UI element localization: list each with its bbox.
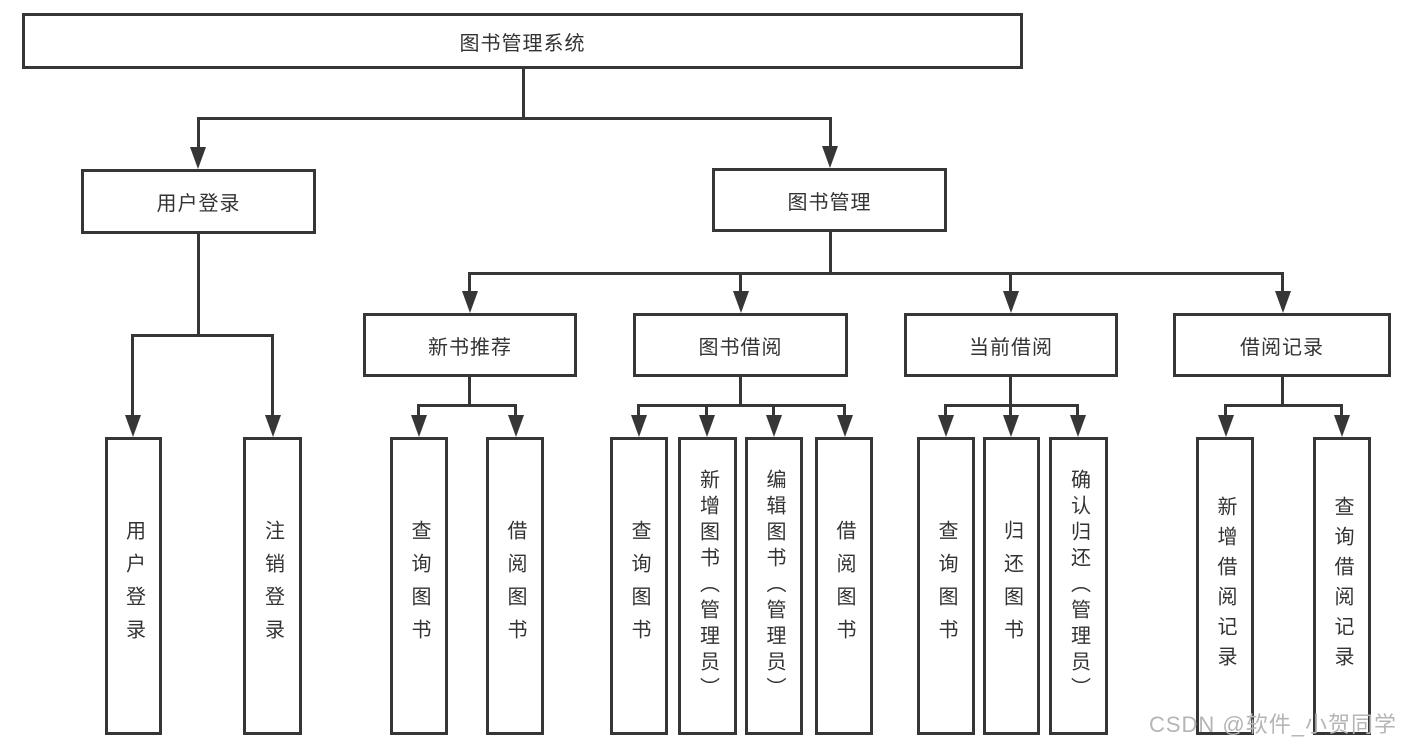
arrow-borrow-icon — [733, 291, 749, 313]
node-book-borrow: 图书借阅 — [633, 313, 848, 377]
connector-book-mgmt-stem — [829, 232, 832, 275]
connector-user-login-stem — [197, 234, 200, 337]
arrow-cu-query-icon — [938, 415, 954, 437]
node-borrow-records-label: 借阅记录 — [1240, 336, 1324, 359]
connector-nb-query-drop — [417, 404, 420, 418]
connector-user-login-drop — [197, 117, 200, 149]
leaf-recommend-borrow-books-label: 借阅图书 — [504, 520, 526, 652]
leaf-records-query-record: 查询借阅记录 — [1313, 437, 1371, 735]
connector-level2-bar — [197, 117, 832, 120]
connector-level3-bar — [468, 272, 1284, 275]
leaf-user-login-label: 用户登录 — [122, 520, 145, 652]
arrow-bw-edit-icon — [766, 415, 782, 437]
leaf-recommend-borrow-books: 借阅图书 — [486, 437, 544, 735]
connector-nb-borrow-drop — [514, 404, 517, 418]
connector-record-bar — [1224, 404, 1343, 407]
leaf-logout-login-label: 注销登录 — [261, 520, 284, 652]
leaf-current-confirm-return-admin: 确认归还（管理员） — [1049, 437, 1108, 735]
leaf-recommend-query-books-label: 查询图书 — [408, 520, 430, 652]
node-book-management: 图书管理 — [712, 168, 947, 232]
leaf-borrow-borrow-books-label: 借阅图书 — [833, 520, 855, 652]
leaf-borrow-edit-books-admin: 编辑图书（管理员） — [745, 437, 803, 735]
connector-cu-return-drop — [1009, 404, 1012, 418]
leaf-current-confirm-return-admin-label: 确认归还（管理员） — [1067, 469, 1090, 703]
node-new-book-recommend: 新书推荐 — [363, 313, 577, 377]
node-book-management-label: 图书管理 — [787, 191, 872, 214]
connector-root-stem — [522, 69, 525, 119]
connector-current-stem — [1009, 377, 1012, 407]
arrow-cu-confirm-icon — [1070, 415, 1086, 437]
leaf-borrow-add-books-admin-label: 新增图书（管理员） — [696, 469, 719, 703]
arrow-logout-icon — [265, 415, 281, 437]
connector-user-login-bar — [131, 334, 274, 337]
leaf-borrow-query-books: 查询图书 — [610, 437, 668, 735]
arrow-new-book-icon — [462, 291, 478, 313]
node-current-borrow-label: 当前借阅 — [969, 336, 1053, 359]
node-current-borrow: 当前借阅 — [904, 313, 1118, 377]
leaf-logout-login: 注销登录 — [243, 437, 302, 735]
node-book-borrow-label: 图书借阅 — [698, 336, 783, 359]
arrow-bw-borrow-icon — [837, 415, 853, 437]
connector-borrow-drop — [739, 272, 742, 293]
connector-new-book-bar — [417, 404, 517, 407]
leaf-borrow-add-books-admin: 新增图书（管理员） — [678, 437, 737, 735]
arrow-user-login-icon — [190, 147, 206, 169]
arrow-nb-query-icon — [411, 415, 427, 437]
connector-new-book-drop — [468, 272, 471, 293]
arrow-nb-borrow-icon — [508, 415, 524, 437]
arrow-bw-query-icon — [631, 415, 647, 437]
connector-new-book-stem — [468, 377, 471, 407]
leaf-current-query-books: 查询图书 — [917, 437, 975, 735]
connector-rc-query-drop — [1340, 404, 1343, 418]
node-user-login-label: 用户登录 — [156, 193, 241, 215]
node-library-system-label: 图书管理系统 — [459, 32, 586, 55]
connector-cu-query-drop — [944, 404, 947, 418]
connector-cu-confirm-drop — [1076, 404, 1079, 418]
arrow-bw-add-icon — [699, 415, 715, 437]
connector-rc-add-drop — [1224, 404, 1227, 418]
connector-logout-drop — [271, 334, 274, 417]
leaf-current-return-books-label: 归还图书 — [1000, 520, 1023, 652]
connector-book-borrow-stem — [739, 377, 742, 407]
leaf-current-query-books-label: 查询图书 — [935, 520, 957, 652]
leaf-borrow-query-books-label: 查询图书 — [628, 520, 650, 652]
connector-book-mgmt-drop — [829, 117, 832, 148]
leaf-records-query-record-label: 查询借阅记录 — [1331, 496, 1353, 676]
connector-login-drop — [131, 334, 134, 417]
arrow-login-icon — [125, 415, 141, 437]
connector-bw-edit-drop — [772, 404, 775, 418]
arrow-record-icon — [1275, 291, 1291, 313]
leaf-user-login: 用户登录 — [105, 437, 162, 735]
leaf-borrow-borrow-books: 借阅图书 — [815, 437, 873, 735]
leaf-current-return-books: 归还图书 — [983, 437, 1040, 735]
leaf-records-add-record: 新增借阅记录 — [1196, 437, 1254, 735]
connector-record-stem — [1281, 377, 1284, 407]
leaf-records-add-record-label: 新增借阅记录 — [1214, 496, 1236, 676]
connector-book-borrow-bar — [637, 404, 846, 407]
connector-bw-borrow-drop — [843, 404, 846, 418]
arrow-book-mgmt-icon — [822, 146, 838, 168]
node-library-system: 图书管理系统 — [22, 13, 1023, 69]
arrow-rc-add-icon — [1218, 415, 1234, 437]
node-user-login: 用户登录 — [81, 169, 316, 234]
connector-record-drop — [1281, 272, 1284, 293]
leaf-borrow-edit-books-admin-label: 编辑图书（管理员） — [763, 469, 785, 703]
leaf-recommend-query-books: 查询图书 — [390, 437, 448, 735]
arrow-rc-query-icon — [1334, 415, 1350, 437]
arrow-cu-return-icon — [1003, 415, 1019, 437]
csdn-watermark: CSDN @软件_小贺同学 — [1148, 712, 1397, 737]
node-borrow-records: 借阅记录 — [1173, 313, 1391, 377]
connector-bw-add-drop — [705, 404, 708, 418]
connector-bw-query-drop — [637, 404, 640, 418]
node-new-book-recommend-label: 新书推荐 — [428, 336, 512, 359]
arrow-current-icon — [1003, 291, 1019, 313]
connector-current-drop — [1009, 272, 1012, 293]
